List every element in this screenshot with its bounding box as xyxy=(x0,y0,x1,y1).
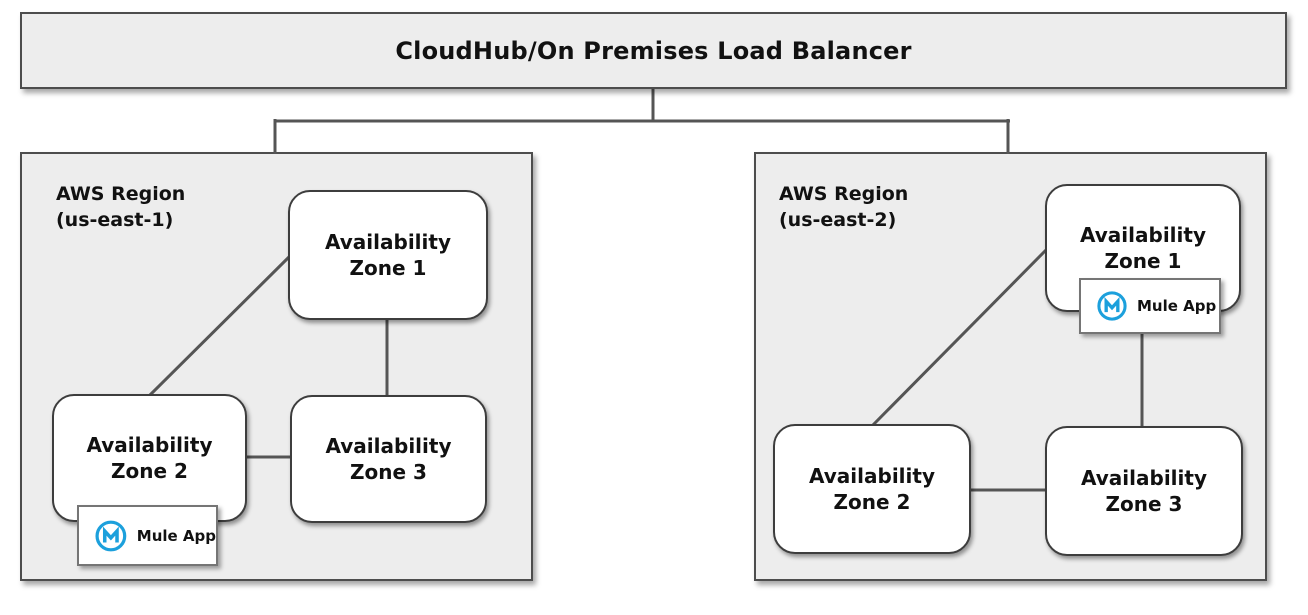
region-1-availability-zone-2: Availability Zone 2 xyxy=(52,394,247,522)
region-2-mule-app-badge: Mule App xyxy=(1079,278,1221,334)
connector-r1-az1-az2 xyxy=(147,254,292,398)
region-us-east-2-label: AWS Region (us-east-2) xyxy=(779,181,908,233)
region-2-availability-zone-3: Availability Zone 3 xyxy=(1045,426,1243,556)
region-1-availability-zone-3: Availability Zone 3 xyxy=(290,395,487,523)
region-1-label-line1: AWS Region xyxy=(56,183,186,205)
mulesoft-logo-icon xyxy=(95,520,127,551)
mulesoft-logo-icon xyxy=(1097,291,1127,321)
region-2-label-line1: AWS Region xyxy=(779,183,909,205)
connector-r2-az1-az2 xyxy=(870,248,1048,428)
region-us-east-1-label: AWS Region (us-east-1) xyxy=(56,181,185,233)
region-2-availability-zone-2: Availability Zone 2 xyxy=(773,424,971,554)
region-2-label-line2: (us-east-2) xyxy=(779,209,897,231)
load-balancer-title: CloudHub/On Premises Load Balancer xyxy=(395,36,912,65)
mule-app-label: Mule App xyxy=(1137,297,1217,315)
region-1-label-line2: (us-east-1) xyxy=(56,209,174,231)
mule-app-label: Mule App xyxy=(136,526,216,545)
region-1-availability-zone-1: Availability Zone 1 xyxy=(288,190,488,320)
region-1-mule-app-badge: Mule App xyxy=(77,505,218,566)
load-balancer-box: CloudHub/On Premises Load Balancer xyxy=(20,12,1287,89)
